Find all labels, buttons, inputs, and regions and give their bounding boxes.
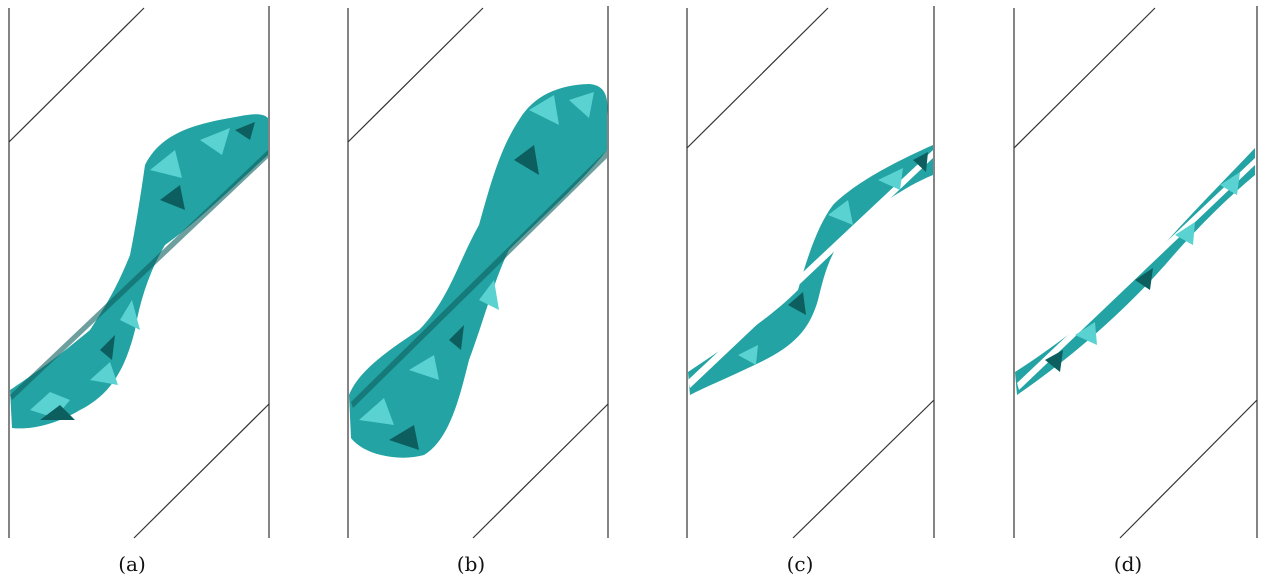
bounding-box — [8, 6, 270, 539]
fracture-surface — [10, 114, 268, 429]
fracture-surface — [1015, 148, 1255, 395]
bounding-box — [347, 6, 609, 539]
panel-c — [678, 0, 948, 545]
panel-b — [339, 0, 619, 545]
fracture-surface — [688, 145, 933, 395]
panel-c-render — [686, 6, 935, 539]
bounding-box — [686, 6, 935, 539]
panel-d — [1005, 0, 1265, 545]
caption-d: (d) — [1113, 552, 1143, 576]
fracture-surface — [349, 84, 608, 458]
panel-a-render — [8, 6, 270, 539]
bounding-box — [1013, 6, 1258, 539]
panel-b-render — [347, 6, 609, 539]
panel-a — [0, 0, 280, 545]
caption-a: (a) — [118, 552, 146, 576]
caption-c: (c) — [786, 552, 814, 576]
caption-b: (b) — [456, 552, 486, 576]
panel-d-render — [1013, 6, 1258, 539]
